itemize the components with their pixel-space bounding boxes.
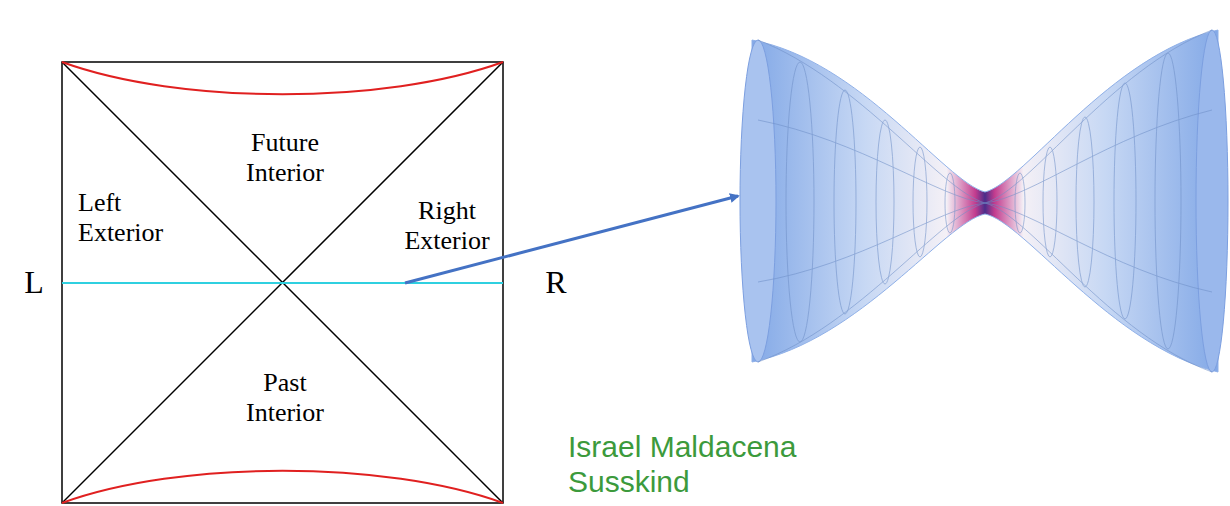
side-label: R — [536, 264, 576, 301]
region-label: Past Interior — [226, 368, 344, 428]
region-label: Future Interior — [226, 128, 344, 188]
author-names: Israel Maldacena Susskind — [568, 430, 868, 499]
side-label: L — [14, 264, 54, 301]
region-label: Right Exterior — [392, 196, 502, 256]
region-label: Left Exterior — [78, 188, 190, 248]
